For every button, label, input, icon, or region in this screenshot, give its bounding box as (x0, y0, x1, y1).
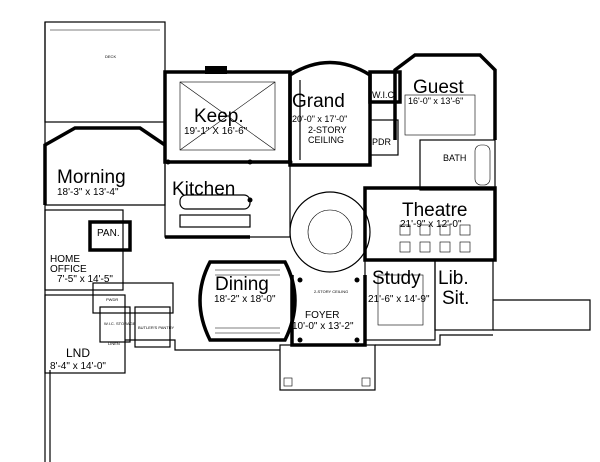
pwdr-label: PWDR (106, 297, 118, 302)
home-office-label-2: OFFICE (50, 264, 87, 275)
grand-note-2: CEILING (308, 135, 344, 145)
grand-dim: 20'-0" x 17'-0" (292, 114, 347, 124)
grand-label: Grand (292, 91, 345, 112)
lib-label: Lib. (438, 268, 469, 289)
bath-label: BATH (443, 153, 466, 163)
dining-stripes (215, 269, 280, 334)
study-dim: 21'-6" x 14'-9" (368, 294, 430, 305)
morning-dim: 18'-3" x 13'-4" (57, 187, 119, 198)
theatre-dim: 21'-9" x 12'-0" (400, 219, 462, 230)
grand-note-1: 2-STORY (308, 125, 347, 135)
guest-dim: 16'-0" x 13'-6" (408, 96, 463, 106)
dining-label: Dining (215, 274, 269, 295)
wic-storage-label: W.I.C. STORAGE (104, 321, 136, 326)
deck-area (44, 21, 166, 123)
study-label: Study (372, 268, 421, 289)
sit-label: Sit. (442, 288, 469, 309)
butlers-pantry-label: BUTLER'S PANTRY (138, 325, 175, 330)
room-labels: DECK Morning 18'-3" x 13'-4" Keep. 19'-1… (50, 54, 469, 372)
keep-dim: 19'-1" X 16'-6" (184, 126, 248, 137)
theatre-seats (399, 224, 471, 253)
pdr-label: PDR (372, 137, 392, 147)
wic-label: W.I.C. (372, 90, 397, 100)
dining-dim: 18'-2" x 18'-0" (214, 294, 276, 305)
morning-label: Morning (57, 167, 126, 188)
foyer-dim: 10'-0" x 13'-2" (292, 321, 354, 332)
deck-label: DECK (105, 54, 116, 59)
theatre-label: Theatre (402, 200, 467, 221)
pan-label: PAN. (97, 228, 120, 239)
keep-label: Keep. (194, 106, 244, 127)
kitchen-label: Kitchen (172, 179, 235, 200)
foyer-label: FOYER (305, 310, 339, 321)
guest-label: Guest (413, 77, 464, 98)
stair-note: 2-STORY CEILING (314, 289, 348, 294)
home-office-label-1: HOME (50, 254, 80, 265)
lnd-label: LND (66, 346, 90, 360)
linen-label: LINEN (108, 341, 120, 346)
lnd-dim: 8'-4" x 14'-0" (50, 361, 106, 372)
walls (43, 21, 591, 462)
home-office-dim: 7'-5" x 14'-5" (57, 274, 113, 285)
